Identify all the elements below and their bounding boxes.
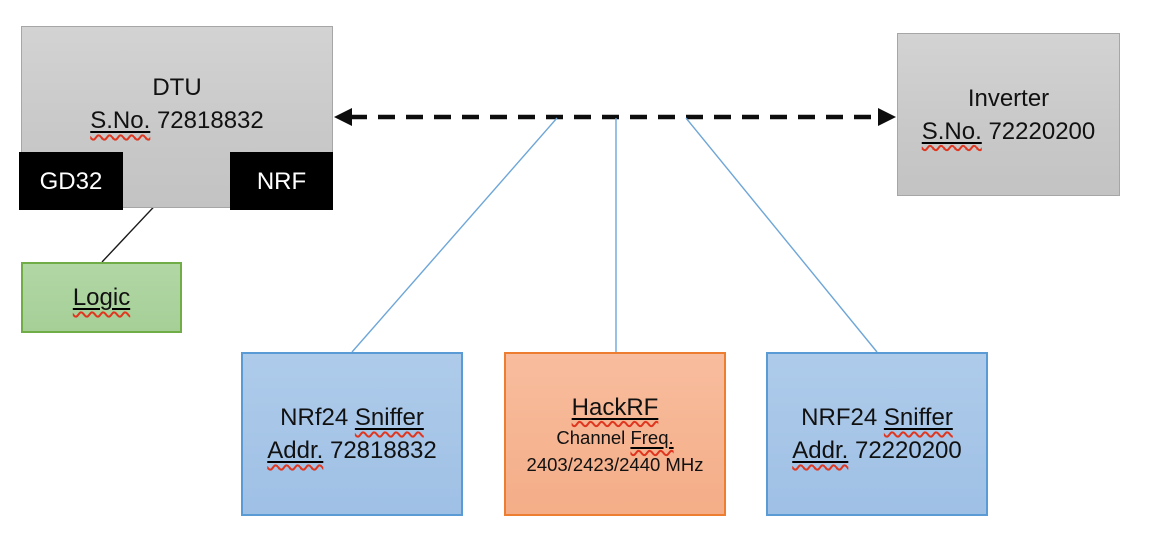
gd32-label: GD32 — [39, 167, 103, 195]
sniffer-left-word: Sniffer — [354, 404, 424, 431]
sniffer-right-addr-label: Addr. — [792, 437, 849, 464]
sniffer-left-addr-label: Addr. — [267, 437, 324, 464]
inverter-serial-label: S.No. — [921, 117, 982, 145]
logic-label: Logic — [72, 284, 131, 311]
sniffer-right-word: Sniffer — [883, 404, 953, 431]
inverter-title: Inverter — [967, 84, 1050, 112]
inverter-box: Inverter S.No. 72220200 — [897, 33, 1120, 196]
dtu-serial-line: S.No. 72818832 — [90, 104, 263, 137]
sniffer-left-title: NRf24 Sniffer — [280, 401, 424, 434]
gd32-box: GD32 — [19, 152, 123, 210]
sniffer-right-model: NRF24 — [801, 404, 878, 431]
logic-box: Logic — [21, 262, 182, 333]
dtu-serial-number: 72818832 — [156, 107, 264, 134]
hackrf-frequencies: 2403/2423/2440 MHz — [526, 453, 704, 475]
nrf-box: NRF — [230, 152, 333, 210]
sniffer-left-addr-line: Addr. 72818832 — [267, 434, 437, 467]
sniffer-left-addr-value: 72818832 — [329, 437, 437, 464]
sniffer-right-box: NRF24 Sniffer Addr. 72220200 — [766, 352, 988, 516]
sniffer-right-addr-value: 72220200 — [854, 437, 962, 464]
sniffer-right-title: NRF24 Sniffer — [801, 401, 953, 434]
inverter-serial-line: S.No. 72220200 — [922, 115, 1095, 148]
hackrf-freq-word: Freq. — [630, 426, 674, 448]
sniffer-left-box: NRf24 Sniffer Addr. 72818832 — [241, 352, 463, 516]
dtu-serial-label: S.No. — [90, 107, 151, 134]
sniffer-right-connector — [685, 117, 878, 353]
sniffer-left-model: NRf24 — [280, 404, 349, 431]
dtu-title: DTU — [152, 74, 202, 101]
hackrf-channel-label: Channel — [556, 426, 626, 448]
hackrf-channel-line: Channel Freq. — [556, 424, 673, 451]
hackrf-box: HackRF Channel Freq. 2403/2423/2440 MHz — [504, 352, 726, 516]
dtu-inverter-dashed-arrow — [334, 108, 896, 126]
hackrf-title: HackRF — [571, 393, 659, 421]
sniffer-right-addr-line: Addr. 72220200 — [792, 434, 962, 467]
nrf-label: NRF — [256, 167, 307, 195]
inverter-serial-number: 72220200 — [988, 117, 1096, 145]
sniffer-left-connector — [351, 117, 558, 353]
